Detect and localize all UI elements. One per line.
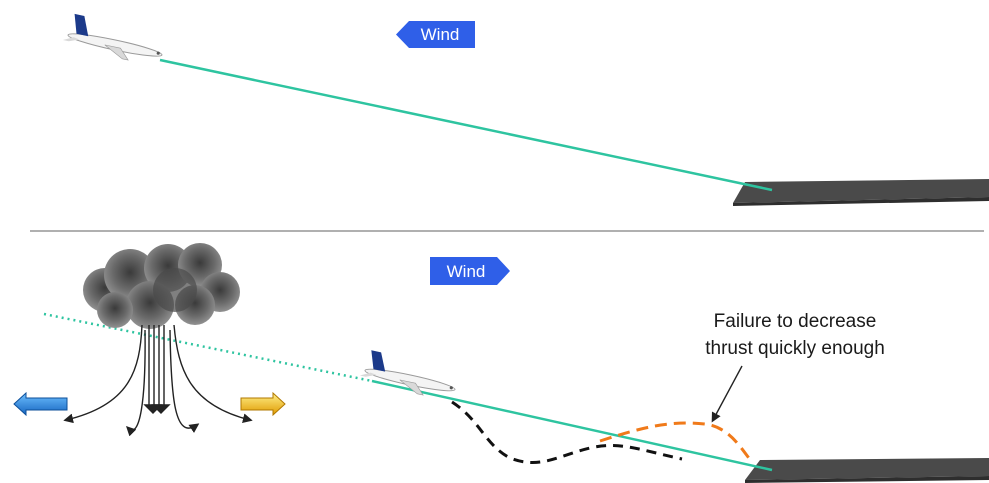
callout-pointer (711, 365, 743, 423)
wind-label-top: Wind (421, 25, 460, 44)
airplane-icon (359, 350, 456, 396)
runway-top (733, 179, 989, 203)
intended-path-dotted (43, 312, 373, 383)
glide-path-top (159, 58, 773, 192)
microburst-downdraft (143, 325, 171, 414)
bottom-panel: Wind (13, 243, 989, 483)
top-panel: Wind (62, 13, 989, 206)
glide-path-bottom (371, 379, 773, 472)
thrust-failure-path (599, 421, 754, 463)
callout-line-2: thrust quickly enough (705, 338, 885, 359)
outflow-right-arrow (240, 391, 286, 417)
microburst-outflow (63, 324, 253, 437)
storm-cloud-icon (83, 243, 240, 329)
thrust-failure-callout: Failure to decrease thrust quickly enoug… (705, 311, 885, 423)
wind-badge-bottom: Wind (430, 257, 510, 285)
callout-line-1: Failure to decrease (714, 311, 877, 332)
wind-label-bottom: Wind (447, 262, 486, 281)
wind-badge-top: Wind (396, 21, 475, 48)
airplane-icon (62, 13, 163, 61)
runway-bottom (745, 458, 989, 480)
flight-path-deviation (451, 400, 683, 464)
outflow-left-arrow (13, 391, 68, 417)
